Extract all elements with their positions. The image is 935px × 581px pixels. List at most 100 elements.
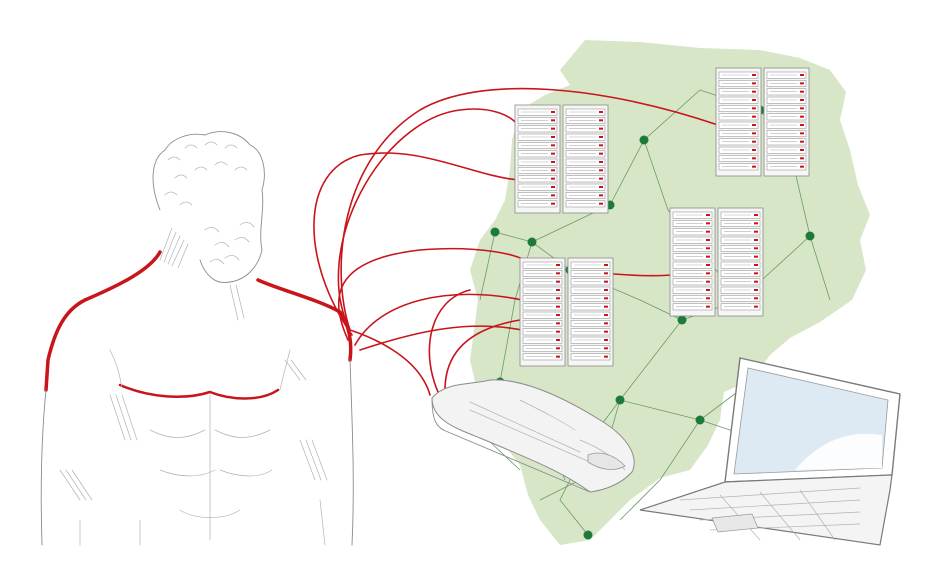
server-led bbox=[604, 264, 608, 266]
server-led bbox=[599, 177, 603, 180]
server-led bbox=[604, 314, 608, 316]
server-led bbox=[752, 165, 756, 168]
classical-bust-figure-icon bbox=[40, 131, 354, 546]
server-led bbox=[752, 149, 756, 151]
server-led bbox=[752, 107, 756, 110]
server-led bbox=[604, 272, 608, 275]
server-led bbox=[604, 339, 608, 341]
server-led bbox=[706, 214, 710, 216]
server-led bbox=[754, 230, 758, 233]
server-led bbox=[551, 186, 555, 188]
server-led bbox=[604, 289, 608, 291]
server-led bbox=[800, 107, 804, 110]
server-led bbox=[604, 322, 608, 325]
server-led bbox=[706, 247, 710, 250]
server-led bbox=[556, 347, 560, 350]
server-led bbox=[800, 115, 804, 118]
server-led bbox=[752, 82, 756, 85]
server-led bbox=[599, 152, 603, 155]
server-led bbox=[800, 90, 804, 93]
server-led bbox=[706, 289, 710, 291]
server-led bbox=[752, 132, 756, 135]
server-led bbox=[752, 124, 756, 126]
handheld-device-icon bbox=[431, 379, 635, 493]
server-led bbox=[706, 264, 710, 266]
server-led bbox=[551, 111, 555, 113]
server-led bbox=[706, 297, 710, 300]
server-led bbox=[599, 136, 603, 138]
server-led bbox=[556, 264, 560, 266]
server-led bbox=[604, 347, 608, 350]
server-led bbox=[706, 272, 710, 275]
server-led bbox=[754, 305, 758, 308]
server-led bbox=[556, 280, 560, 283]
server-led bbox=[599, 127, 603, 130]
server-led bbox=[754, 264, 758, 266]
server-led bbox=[599, 169, 603, 172]
server-led bbox=[752, 157, 756, 160]
server-led bbox=[800, 165, 804, 168]
server-led bbox=[551, 144, 555, 147]
server-led bbox=[800, 149, 804, 151]
server-led bbox=[754, 297, 758, 300]
server-led bbox=[706, 255, 710, 258]
server-led bbox=[551, 169, 555, 172]
server-rack-icon bbox=[519, 257, 614, 367]
server-led bbox=[599, 186, 603, 188]
server-led bbox=[556, 289, 560, 291]
server-led bbox=[556, 355, 560, 358]
network-node-icon bbox=[805, 231, 815, 241]
network-node-icon bbox=[677, 315, 687, 325]
server-led bbox=[599, 202, 603, 205]
server-led bbox=[754, 214, 758, 216]
server-led bbox=[754, 280, 758, 283]
server-led bbox=[752, 99, 756, 101]
server-led bbox=[556, 339, 560, 341]
server-led bbox=[800, 99, 804, 101]
network-node-icon bbox=[615, 395, 625, 405]
server-led bbox=[706, 305, 710, 308]
server-led bbox=[752, 115, 756, 118]
server-led bbox=[556, 297, 560, 300]
network-node-icon bbox=[639, 135, 649, 145]
server-led bbox=[706, 239, 710, 241]
network-node-icon bbox=[695, 415, 705, 425]
laptop-icon bbox=[639, 357, 901, 546]
network-node-icon bbox=[527, 237, 537, 247]
server-led bbox=[551, 161, 555, 163]
server-led bbox=[599, 119, 603, 122]
server-led bbox=[754, 289, 758, 291]
server-led bbox=[604, 297, 608, 300]
server-led bbox=[599, 194, 603, 197]
server-led bbox=[551, 202, 555, 205]
server-led bbox=[599, 111, 603, 113]
server-led bbox=[599, 161, 603, 163]
server-led bbox=[800, 74, 804, 76]
server-led bbox=[754, 255, 758, 258]
server-led bbox=[551, 177, 555, 180]
server-led bbox=[556, 322, 560, 325]
server-led bbox=[800, 82, 804, 85]
server-led bbox=[706, 230, 710, 233]
server-led bbox=[800, 124, 804, 126]
server-led bbox=[706, 222, 710, 225]
server-led bbox=[551, 119, 555, 122]
server-led bbox=[556, 330, 560, 333]
server-led bbox=[604, 330, 608, 333]
server-racks bbox=[514, 67, 810, 367]
server-led bbox=[551, 127, 555, 130]
server-rack-icon bbox=[514, 104, 609, 214]
server-rack-icon bbox=[715, 67, 810, 177]
server-led bbox=[556, 305, 560, 308]
network-node-icon bbox=[490, 227, 500, 237]
server-led bbox=[754, 272, 758, 275]
server-led bbox=[800, 140, 804, 143]
server-led bbox=[551, 152, 555, 155]
server-led bbox=[604, 305, 608, 308]
server-led bbox=[752, 140, 756, 143]
server-led bbox=[604, 280, 608, 283]
server-led bbox=[556, 314, 560, 316]
server-led bbox=[800, 157, 804, 160]
server-led bbox=[604, 355, 608, 358]
